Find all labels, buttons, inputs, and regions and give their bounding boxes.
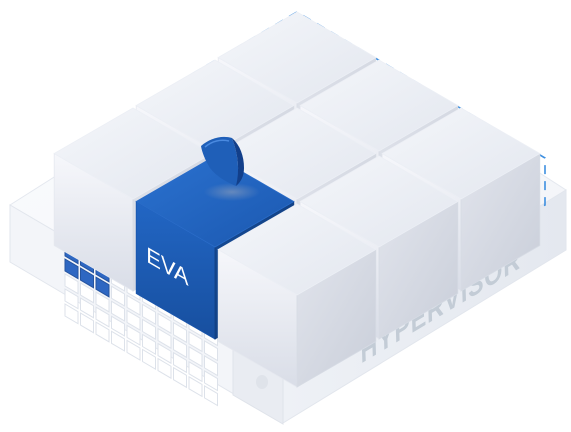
led-cell	[95, 306, 110, 328]
led-cell	[173, 351, 187, 374]
led-cell	[188, 375, 203, 398]
led-cell	[80, 312, 94, 334]
led-cell	[126, 309, 141, 331]
led-cell-active	[95, 276, 110, 298]
led-cell	[204, 355, 218, 377]
led-cell	[126, 324, 141, 346]
led-cell	[188, 360, 203, 383]
led-cell	[126, 339, 141, 361]
led-cell	[204, 340, 218, 362]
led-cell	[95, 321, 110, 343]
led-cell	[173, 366, 187, 389]
led-cell	[111, 330, 125, 352]
led-cell	[204, 385, 218, 407]
led-cell	[64, 303, 79, 325]
rack-screw	[256, 375, 268, 389]
led-cell	[157, 357, 172, 380]
led-cell	[173, 336, 187, 359]
led-cell	[142, 348, 156, 371]
vm-block-grid: EVA	[53, 11, 541, 388]
led-cell	[80, 297, 94, 319]
led-cell	[80, 282, 94, 304]
led-cell	[204, 370, 218, 392]
led-cell	[157, 312, 172, 335]
led-cell	[64, 273, 79, 295]
led-cell	[142, 318, 156, 341]
led-cell-active	[64, 258, 79, 280]
led-cell	[95, 291, 110, 313]
led-cell	[126, 294, 141, 316]
led-cell	[173, 321, 187, 344]
led-cell	[142, 303, 156, 326]
led-cell	[142, 333, 156, 356]
led-cell	[111, 300, 125, 322]
shield-icon	[201, 136, 260, 201]
led-cell	[64, 288, 79, 310]
led-cell	[188, 330, 203, 353]
led-cell-active	[80, 267, 94, 289]
led-cell	[188, 345, 203, 368]
vm-block	[217, 203, 377, 388]
led-cell	[157, 342, 172, 365]
led-cell	[111, 315, 125, 337]
led-cell	[111, 285, 125, 307]
led-cell	[157, 327, 172, 350]
